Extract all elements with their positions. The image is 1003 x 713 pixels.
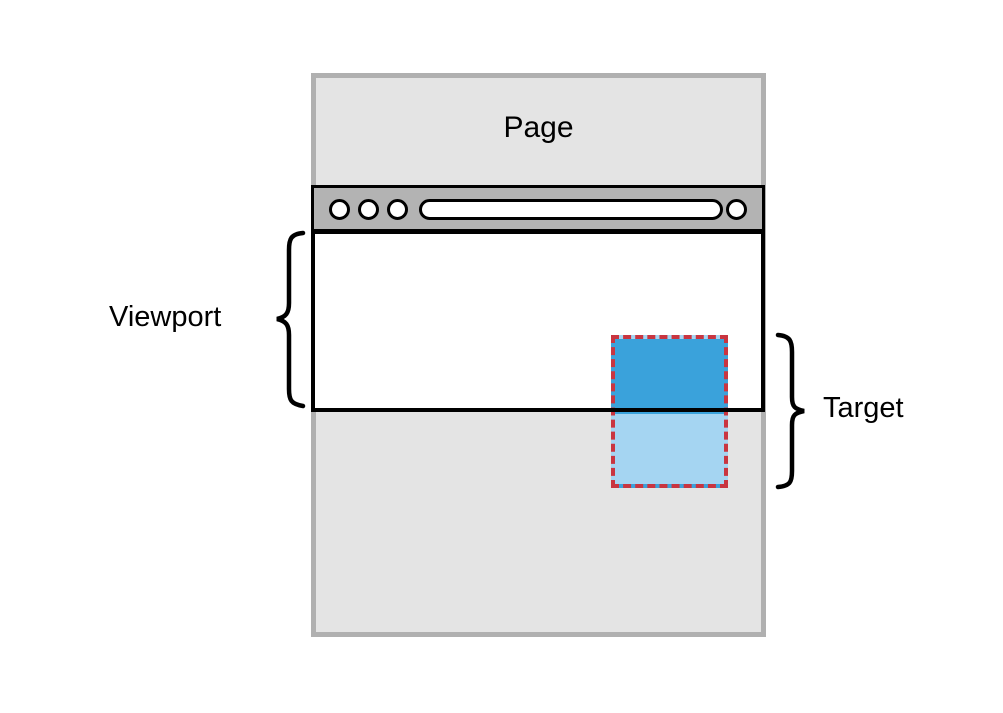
target-brace-icon bbox=[775, 332, 805, 490]
circle-button-icon bbox=[358, 199, 379, 220]
circle-button-icon bbox=[726, 199, 747, 220]
circle-button-icon bbox=[329, 199, 350, 220]
page-label: Page bbox=[503, 111, 574, 144]
circle-button-icon bbox=[387, 199, 408, 220]
target-label: Target bbox=[823, 392, 904, 424]
browser-chrome-bar bbox=[311, 185, 765, 232]
viewport-bottom-border-overlay bbox=[607, 408, 732, 412]
viewport-label: Viewport bbox=[109, 301, 222, 333]
address-bar bbox=[419, 199, 723, 220]
viewport-brace-icon bbox=[276, 230, 306, 409]
